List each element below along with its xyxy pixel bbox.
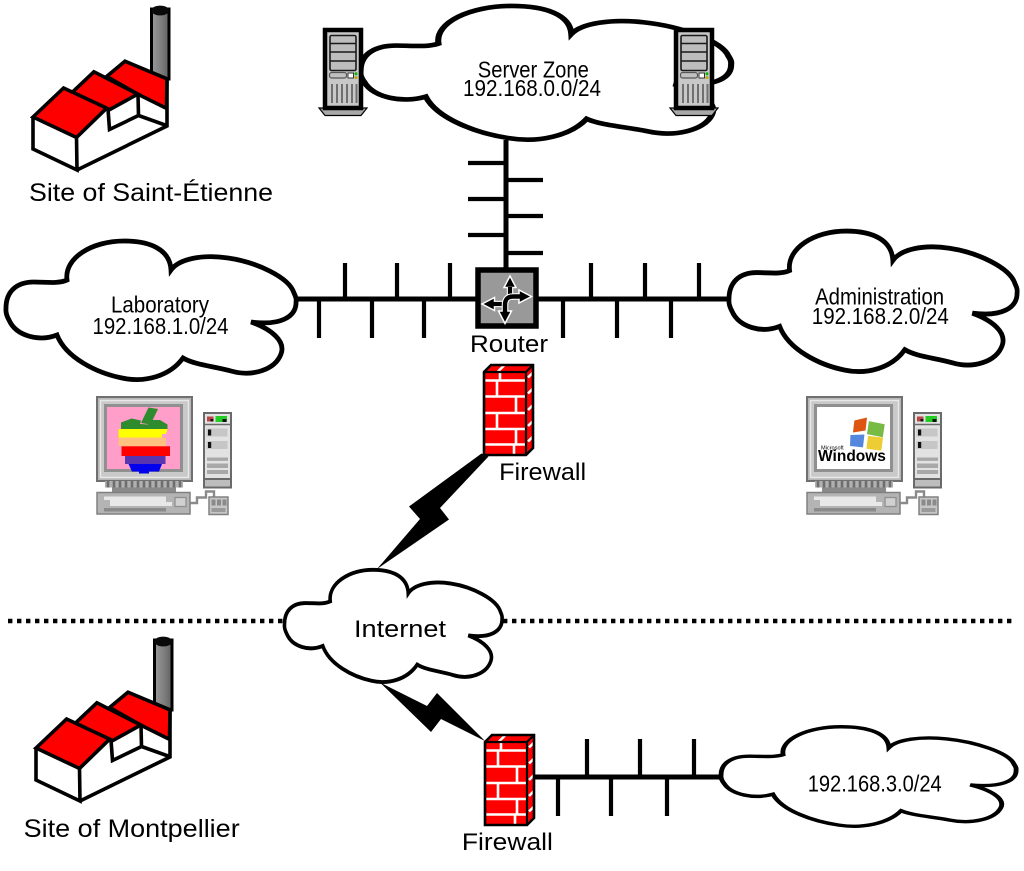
svg-text:Site of Montpellier: Site of Montpellier [24, 815, 240, 843]
svg-text:Router: Router [470, 331, 548, 358]
svg-text:Server Zone: Server Zone [478, 56, 589, 82]
svg-text:192.168.1.0/24: 192.168.1.0/24 [93, 313, 229, 339]
svg-text:192.168.2.0/24: 192.168.2.0/24 [812, 303, 949, 329]
svg-text:Windows: Windows [818, 448, 886, 465]
svg-text:192.168.0.0/24: 192.168.0.0/24 [463, 75, 601, 101]
svg-text:Site of Saint-Étienne: Site of Saint-Étienne [29, 178, 273, 207]
svg-text:Microsoft: Microsoft [821, 446, 844, 452]
svg-text:Internet: Internet [354, 616, 446, 643]
svg-text:192.168.3.0/24: 192.168.3.0/24 [808, 771, 942, 797]
svg-text:Laboratory: Laboratory [111, 292, 209, 318]
svg-text:Administration: Administration [815, 284, 944, 310]
svg-text:Firewall: Firewall [462, 829, 553, 856]
svg-text:Firewall: Firewall [499, 459, 586, 486]
